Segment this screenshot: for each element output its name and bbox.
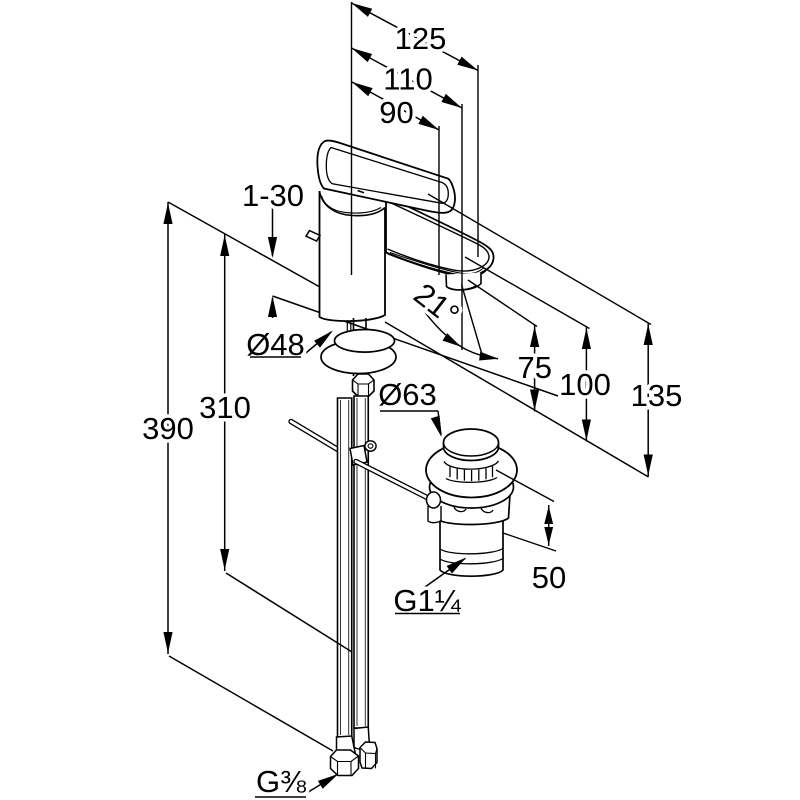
dim-label-90: 90 [379, 95, 413, 130]
drain-plug-cap-rim [442, 442, 500, 457]
spout-face-border [387, 200, 490, 272]
escutcheon-rim [333, 328, 396, 353]
arrowhead [314, 330, 333, 348]
arrowhead [163, 632, 173, 653]
arrowhead [643, 324, 653, 345]
arrowhead [430, 415, 442, 437]
arrowhead [530, 389, 540, 411]
faucet-body [318, 191, 386, 323]
arrowhead [351, 3, 373, 17]
drain-tail-groove-1 [439, 547, 504, 555]
dim-label-50: 50 [532, 560, 566, 595]
mounting-nut-facets [352, 379, 375, 397]
arrowhead [352, 82, 373, 97]
deck-line-right [384, 321, 649, 478]
clamp-knob [364, 440, 377, 452]
arrowhead [457, 56, 478, 71]
dimension-lines-over [225, 2, 653, 795]
arrowhead [220, 549, 230, 570]
dim-50-extension-bottom [502, 532, 557, 552]
clamp-knob-inner [367, 443, 374, 449]
dim-100-extension [464, 256, 590, 330]
dim-label-390: 390 [142, 411, 194, 446]
lift-knob-tab [304, 229, 322, 242]
dim-75-extension [467, 279, 538, 328]
drain-tail-groove-2 [439, 557, 504, 565]
drain-plug-cap [442, 428, 500, 462]
dim-label-310: 310 [199, 390, 251, 425]
mounting-nut [351, 373, 375, 398]
arrowhead [581, 419, 591, 441]
stream-angle-line [460, 284, 484, 359]
connector-nut-left [329, 749, 360, 777]
dim-label-drain-diameter: Ø63 [378, 377, 437, 412]
arrowhead [220, 235, 230, 256]
connector-nut-right-facets [359, 747, 378, 769]
dim-label-thickness: 1-30 [242, 178, 304, 213]
aerator [445, 272, 482, 291]
thread-label-supply: G⅜ [256, 764, 306, 799]
drain-pivot-ball [425, 491, 442, 509]
dim-label-100: 100 [559, 367, 611, 402]
drain-pivot-stem [427, 506, 442, 524]
arrowhead [418, 115, 439, 130]
dim-135-extension [427, 193, 652, 326]
dim-label-125: 125 [395, 21, 447, 56]
supply-hose-left-inner [340, 400, 350, 735]
dim-label-135: 135 [631, 378, 683, 413]
dim-310-extension [225, 572, 353, 653]
handle-face-border [325, 146, 449, 204]
arrowhead [441, 93, 462, 108]
thread-label-drain: G1¼ [393, 583, 461, 618]
arrowhead [317, 774, 339, 789]
arrowhead [544, 527, 554, 545]
connector-nut-left-facets [330, 755, 359, 776]
spout-near-edge-2 [389, 251, 484, 275]
dim-125-line [351, 2, 479, 72]
drain-crown-bottom-arc [445, 476, 498, 483]
deck-line-left [167, 201, 328, 292]
drain-crown-top-arc [443, 460, 500, 470]
dim-390-extension [168, 655, 334, 752]
arrowhead [267, 296, 278, 317]
arrowhead [442, 333, 461, 347]
dimension-lines-under [163, 201, 649, 752]
connector-nut-right [359, 741, 378, 770]
popup-rod-right-core [354, 460, 429, 499]
arrowhead [544, 506, 554, 524]
arrowhead [351, 48, 373, 63]
dim-50-extension-top [495, 469, 555, 503]
arrowhead [267, 237, 278, 258]
arrowhead [479, 351, 499, 361]
dimension-labels: 125 110 90 1-30 Ø48 Ø63 21° 75 100 135 3… [139, 18, 686, 800]
arrowhead [643, 454, 653, 476]
label-underlines [250, 356, 460, 798]
dim-label-110: 110 [383, 62, 432, 97]
drain-tailpipe [439, 514, 504, 577]
spout [385, 194, 495, 277]
arrowhead [446, 557, 467, 574]
arrowhead [581, 328, 591, 349]
faucet-and-drain [288, 139, 518, 777]
arrowhead [530, 326, 540, 347]
arrowhead [163, 203, 173, 224]
drain-crown-bars [449, 465, 494, 481]
dim-label-base-diameter: Ø48 [246, 327, 305, 362]
handle-indicator-mark [357, 189, 365, 194]
dim-label-75: 75 [517, 350, 551, 385]
